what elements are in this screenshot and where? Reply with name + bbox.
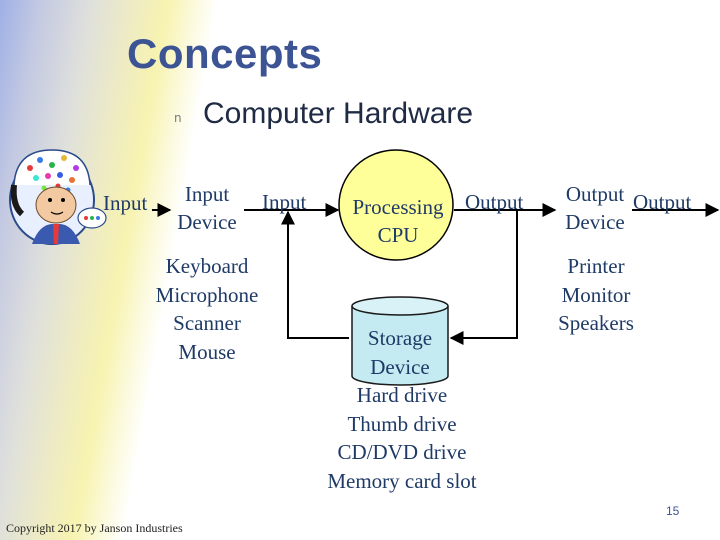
input-examples-list: Keyboard Microphone Scanner Mouse: [142, 252, 272, 366]
bullet-marker: n: [174, 111, 182, 125]
list-item: Scanner: [173, 311, 241, 335]
list-item: Printer: [567, 254, 625, 278]
input-device-line-2: Device: [177, 210, 237, 234]
storage-examples-list: Hard drive Thumb drive CD/DVD drive Memo…: [308, 381, 496, 495]
output-device-line-2: Device: [565, 210, 625, 234]
input-device-line-1: Input: [184, 182, 230, 206]
storage-line-1: Storage: [367, 326, 433, 350]
storage-cylinder: [351, 296, 449, 386]
storage-device-label: Storage Device: [352, 324, 448, 381]
processing-line-1: Processing: [352, 195, 444, 219]
list-item: Speakers: [558, 311, 634, 335]
list-item: Monitor: [561, 282, 631, 307]
person-thinking-icon: [9, 149, 107, 245]
list-item: Mouse: [178, 339, 236, 364]
copyright-text: Copyright 2017 by Janson Industries: [6, 521, 183, 535]
input-label-left: Input: [103, 191, 148, 215]
arrow-cpu-to-storage: [449, 210, 518, 345]
list-item: CD/DVD drive: [337, 440, 467, 464]
list-item: Thumb drive: [347, 411, 457, 436]
storage-line-2: Device: [370, 354, 430, 379]
input-label-mid: Input: [262, 190, 307, 214]
list-item: Microphone: [155, 282, 259, 307]
output-device-label: Output Device: [558, 180, 632, 236]
list-item: Keyboard: [165, 254, 249, 278]
idea-dots-icon: [27, 155, 79, 193]
output-label-right: Output: [633, 190, 692, 214]
processing-label: Processing CPU: [346, 193, 450, 249]
output-label-mid: Output: [465, 190, 524, 214]
output-examples-list: Printer Monitor Speakers: [548, 252, 644, 338]
output-device-line-1: Output: [565, 182, 625, 206]
list-item: Hard drive: [356, 383, 448, 407]
slide-title: Concepts: [127, 30, 323, 77]
slide-subtitle: Computer Hardware: [203, 97, 474, 130]
arrow-storage-to-cpu: [281, 210, 349, 339]
page-number: 15: [666, 504, 680, 518]
input-device-label: Input Device: [170, 180, 244, 236]
processing-line-2: CPU: [377, 223, 419, 247]
list-item: Memory card slot: [327, 468, 477, 493]
